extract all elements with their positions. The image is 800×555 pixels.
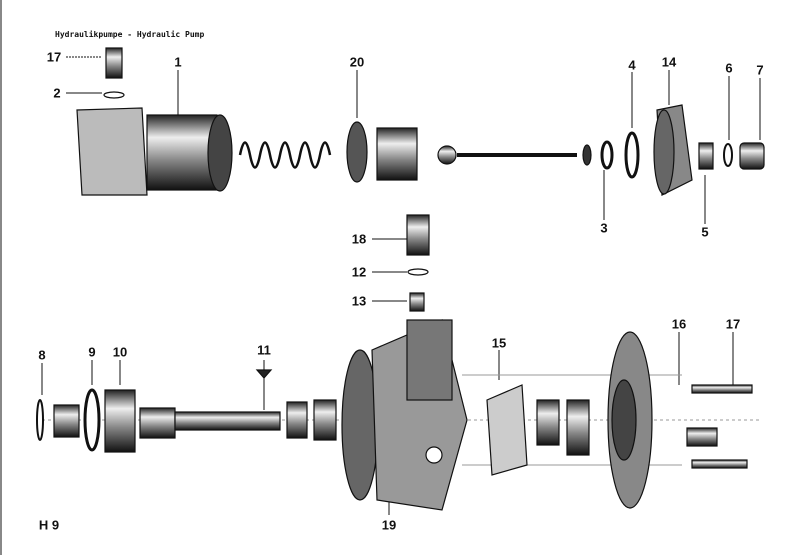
callout-12: 12 [351, 264, 367, 280]
callout-16: 16 [671, 316, 687, 332]
callout-10: 10 [112, 344, 128, 360]
top-assembly [76, 47, 765, 196]
callout-5: 5 [701, 224, 709, 240]
callout-7: 7 [756, 62, 764, 78]
callout-17-bottom: 17 [725, 316, 741, 332]
callout-11: 11 [257, 342, 271, 358]
callout-6: 6 [725, 60, 733, 76]
plate-code: H 9 [38, 517, 60, 533]
callout-4: 4 [628, 57, 636, 73]
callout-1: 1 [174, 54, 182, 70]
callout-9: 9 [88, 344, 96, 360]
callout-17-top: 17 [46, 49, 62, 65]
diagram-title: Hydraulikpumpe - Hydraulic Pump [55, 30, 205, 39]
callout-3: 3 [600, 220, 608, 236]
callout-2: 2 [53, 85, 61, 101]
callout-19: 19 [381, 517, 397, 533]
callout-14: 14 [661, 54, 677, 70]
callout-15: 15 [491, 335, 507, 351]
callout-18: 18 [351, 231, 367, 247]
callout-8: 8 [38, 347, 46, 363]
callout-13: 13 [351, 293, 367, 309]
callout-20: 20 [349, 54, 365, 70]
bottom-assembly [36, 214, 753, 511]
